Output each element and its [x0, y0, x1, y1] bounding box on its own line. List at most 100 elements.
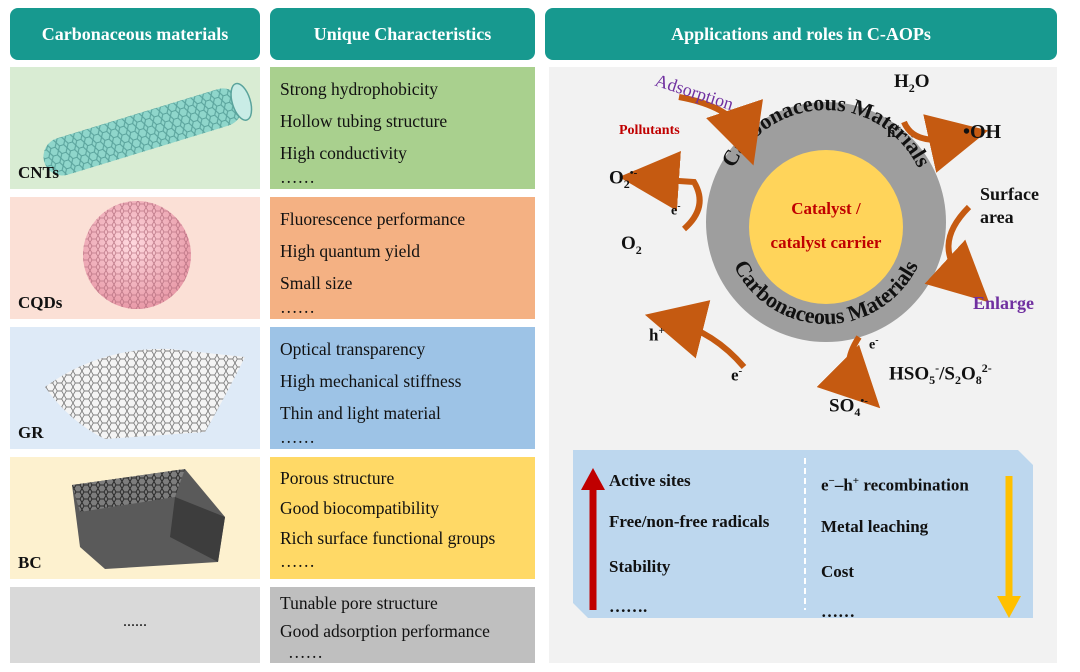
- char-item: Small size: [280, 273, 353, 293]
- h2o-o: O: [914, 71, 930, 92]
- enlarge-label: Enlarge: [973, 293, 1034, 313]
- o2-radical-label: O2•-: [609, 167, 637, 192]
- core-line-1: Catalyst /: [791, 199, 861, 218]
- e-left-e: e: [671, 203, 678, 219]
- s2o8-b: O: [960, 363, 976, 385]
- material-label-more: ......: [123, 613, 147, 630]
- header-characteristics: Unique Characteristics: [270, 8, 535, 60]
- area-line: area: [980, 207, 1014, 227]
- dec-e: e: [821, 475, 829, 495]
- material-gr: GR: [10, 327, 260, 449]
- h2o-h: H: [894, 71, 909, 92]
- char-item: Good adsorption performance: [280, 621, 490, 641]
- nanotube-image: [43, 82, 253, 176]
- char-item: Fluorescence performance: [280, 209, 466, 229]
- enlarge-arrow: [924, 204, 990, 303]
- char-item: High mechanical stiffness: [280, 371, 462, 391]
- header-materials: Carbonaceous materials: [10, 8, 260, 60]
- so4-sup: •-: [860, 395, 868, 407]
- dec-sup1: −: [828, 475, 835, 487]
- dec-sup2: +: [852, 475, 860, 487]
- hplus-arrow: [644, 300, 747, 369]
- char-item: Good biocompatibility: [280, 498, 439, 518]
- characteristics-more: Tunable pore structure Good adsorption p…: [270, 587, 535, 663]
- dec-tail: recombination: [859, 475, 969, 495]
- characteristics-bc: Porous structure Good biocompatibility R…: [270, 457, 535, 579]
- material-label-cnts: CNTs: [18, 163, 59, 182]
- material-bc: BC: [10, 457, 260, 579]
- char-item: ……: [280, 551, 315, 571]
- char-item: Rich surface functional groups: [280, 528, 496, 548]
- so4-arrow: [816, 335, 881, 409]
- material-label-cqds: CQDs: [18, 293, 63, 312]
- hplus-top-h: h: [887, 125, 896, 141]
- o2-rad-sup: •-: [629, 167, 638, 179]
- cycle-diagram: Carbonaceous Materials Carbonaceous Mate…: [619, 90, 990, 409]
- pollutants-label: Pollutants: [619, 123, 680, 138]
- characteristics-cqds: Fluorescence performance High quantum yi…: [270, 197, 535, 319]
- core-line-2: catalyst carrier: [770, 233, 882, 252]
- applications-panel: Carbonaceous Materials Carbonaceous Mate…: [549, 67, 1057, 663]
- material-more: ......: [10, 587, 260, 663]
- core-text: Catalyst / catalyst carrier: [749, 192, 903, 260]
- hso5-text: HSO: [889, 363, 930, 385]
- hplus-bottom-sup: +: [658, 325, 665, 337]
- o2-arrow: [619, 151, 703, 232]
- o2-label: O2: [621, 233, 642, 258]
- h2o-sub: 2: [908, 80, 915, 95]
- s2o8-sub2: 8: [975, 373, 982, 388]
- o2-rad-sub: 2: [623, 177, 630, 192]
- graphene-image: [45, 348, 245, 439]
- so4-text: SO: [829, 395, 855, 417]
- char-item: High conductivity: [280, 143, 407, 163]
- oh-label: •OH: [963, 121, 1002, 143]
- char-item: High quantum yield: [280, 241, 420, 261]
- char-item: Tunable pore structure: [280, 593, 438, 613]
- decrease-item: ……: [821, 601, 855, 621]
- hplus-top-sup: +: [895, 123, 902, 134]
- hplus-bottom-label: h+: [649, 325, 665, 346]
- material-cnts: CNTs: [10, 67, 260, 189]
- hplus-top-label: h+: [887, 123, 901, 142]
- increase-list: Active sites Free/non-free radicals Stab…: [609, 466, 769, 628]
- material-cqds: CQDs: [10, 197, 260, 319]
- e-right-e: e: [869, 337, 876, 353]
- s2o8-sup: 2-: [981, 361, 992, 375]
- material-label-gr: GR: [18, 423, 44, 442]
- e-right-label: e-: [869, 335, 879, 354]
- persulfate-label: HSO5-/S2O82-: [889, 361, 992, 388]
- hso5-sub: 5: [929, 373, 936, 388]
- catalyst-core: [749, 150, 903, 304]
- biochar-image: [72, 469, 225, 569]
- char-item: Hollow tubing structure: [280, 111, 448, 131]
- o2-sub: 2: [635, 242, 642, 257]
- o2-rad-o: O: [609, 167, 624, 189]
- e-bottom-e: e: [731, 365, 739, 385]
- char-item: Porous structure: [280, 468, 395, 488]
- so4-label: SO4•-: [829, 395, 868, 420]
- e-bottom-label: e-: [731, 365, 742, 386]
- e-right-sup: -: [875, 335, 879, 346]
- increase-item: Active sites: [609, 471, 691, 490]
- increase-item: Stability: [609, 557, 671, 576]
- characteristics-cnts: Strong hydrophobicity Hollow tubing stru…: [270, 67, 535, 189]
- e-left-label: e-: [671, 201, 681, 220]
- char-item: ……: [280, 297, 315, 317]
- decrease-item: Cost: [821, 561, 855, 581]
- decrease-item: Metal leaching: [821, 516, 929, 536]
- char-item: ……: [288, 642, 323, 662]
- o2-o: O: [621, 233, 636, 254]
- header-applications: Applications and roles in C-AOPs: [545, 8, 1057, 60]
- h2o-label: H2O: [894, 71, 930, 96]
- char-item: ……: [280, 427, 315, 447]
- char-item: Optical transparency: [280, 339, 426, 359]
- char-item: Thin and light material: [280, 403, 441, 423]
- char-item: Strong hydrophobicity: [280, 79, 438, 99]
- increase-item: …….: [609, 597, 648, 616]
- decrease-list: e−–h+ recombination Metal leaching Cost …: [821, 466, 969, 633]
- increase-item: Free/non-free radicals: [609, 512, 770, 531]
- char-item: ……: [280, 167, 315, 187]
- hplus-bottom-h: h: [649, 325, 659, 345]
- quantum-dot-image: [83, 201, 191, 309]
- dec-mid: –h: [834, 475, 853, 495]
